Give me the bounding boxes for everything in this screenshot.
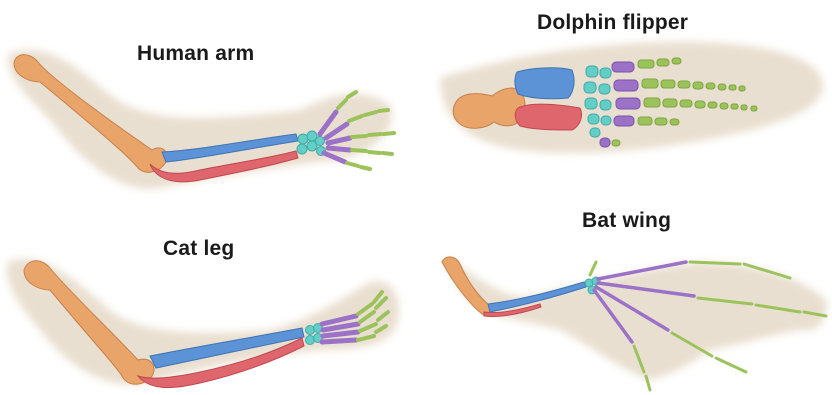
dolphin-flipper-label: Dolphin flipper bbox=[537, 11, 688, 35]
human-arm-skin bbox=[8, 50, 392, 189]
human-arm-label: Human arm bbox=[137, 42, 254, 66]
cat-leg-label: Cat leg bbox=[163, 237, 234, 261]
human-arm-illustration bbox=[8, 50, 394, 189]
dolphin-radius bbox=[515, 68, 574, 99]
bat-wing-membrane bbox=[446, 258, 827, 380]
dolphin-flipper-illustration bbox=[440, 42, 823, 153]
bat-wing-illustration bbox=[442, 257, 827, 390]
bat-wing-label: Bat wing bbox=[582, 209, 671, 233]
dolphin-ulna bbox=[515, 104, 581, 130]
cat-leg-illustration bbox=[7, 259, 399, 388]
